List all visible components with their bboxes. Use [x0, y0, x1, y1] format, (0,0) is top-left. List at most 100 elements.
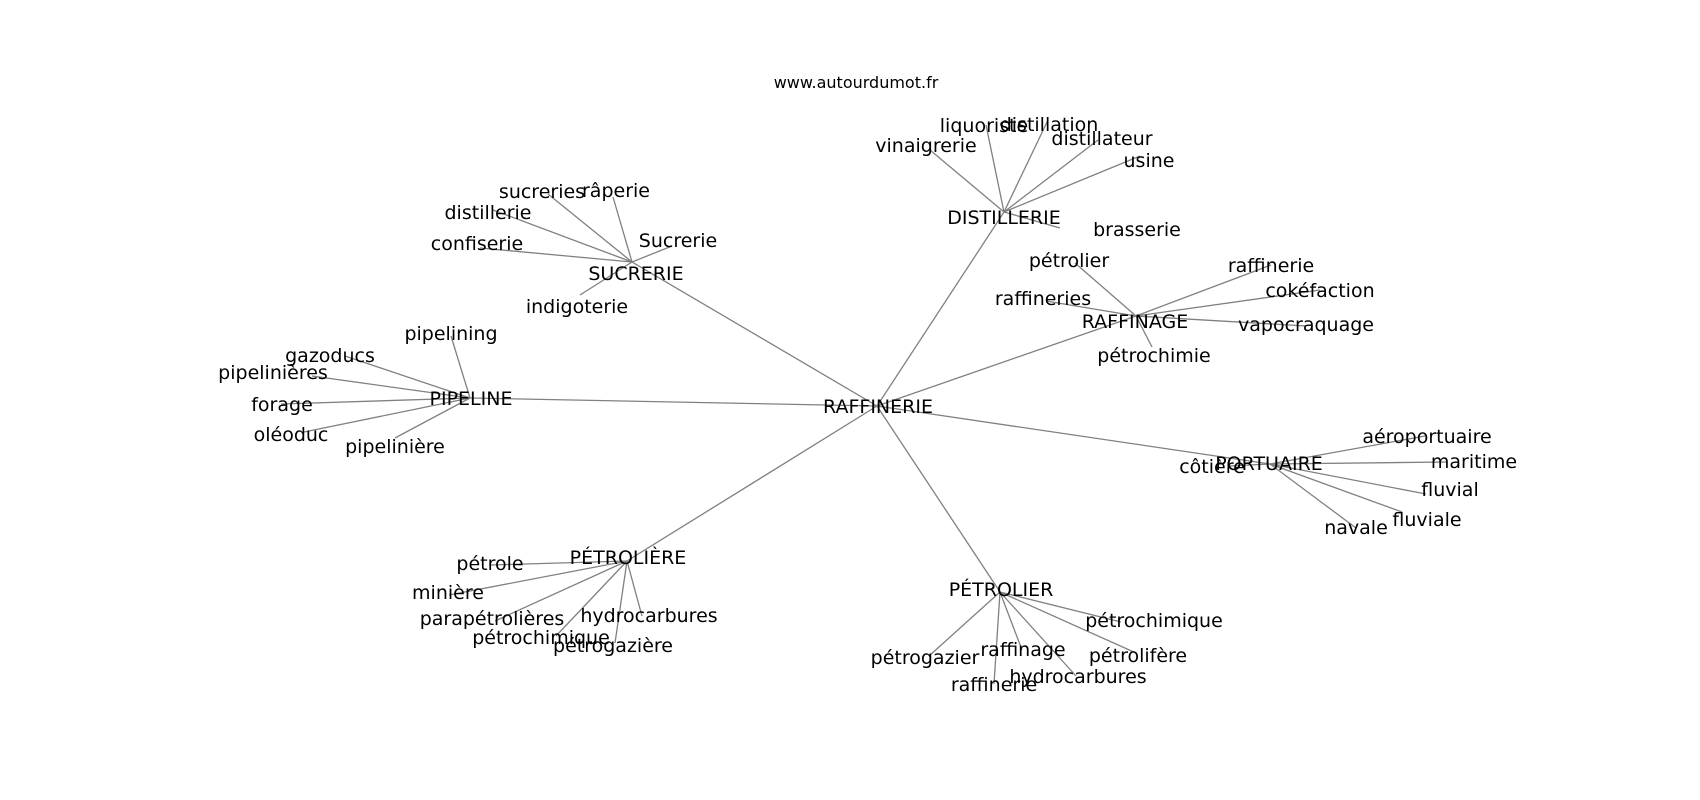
edge-root-to-cluster: [626, 405, 878, 562]
leaf-node: pétrogazier: [871, 647, 980, 669]
edge-root-to-cluster: [876, 211, 1005, 407]
edge-cluster-to-leaf: [1269, 435, 1426, 465]
edge-root-to-cluster: [876, 315, 1137, 407]
leaf-node: navale: [1324, 517, 1388, 539]
cluster-node: PÉTROLIÈRE: [570, 546, 687, 569]
edge-cluster-to-leaf: [448, 560, 628, 596]
edge-cluster-to-leaf: [1269, 463, 1357, 529]
leaf-node: usine: [1124, 150, 1175, 172]
cluster-node: SUCRERIE: [588, 263, 683, 285]
edge-cluster-to-leaf: [303, 397, 471, 433]
leaf-node: distillerie: [445, 202, 532, 224]
edges: [280, 119, 1448, 685]
edge-cluster-to-leaf: [985, 124, 1005, 213]
edge-cluster-to-leaf: [1227, 463, 1271, 467]
edge-root-to-cluster: [876, 405, 1271, 465]
leaf-node: vapocraquage: [1238, 314, 1374, 336]
leaf-node: parapétrolières: [420, 608, 565, 630]
edge-cluster-to-leaf: [394, 397, 471, 439]
leaf-node: pétrole: [456, 553, 523, 575]
edge-cluster-to-leaf: [479, 247, 633, 263]
cluster-node: PORTUAIRE: [1215, 453, 1323, 475]
edge-cluster-to-leaf: [993, 591, 1001, 685]
edge-cluster-to-leaf: [1135, 264, 1272, 317]
cluster-node: DISTILLERIE: [947, 207, 1061, 229]
leaf-node: pétrolifère: [1089, 645, 1187, 667]
edge-cluster-to-leaf: [999, 591, 1137, 654]
cluster-node: PIPELINE: [430, 388, 513, 410]
edge-cluster-to-leaf: [1135, 315, 1153, 348]
leaf-node: hydrocarbures: [580, 605, 717, 627]
edge-cluster-to-leaf: [631, 245, 673, 263]
edge-cluster-to-leaf: [1003, 119, 1049, 213]
edge-cluster-to-leaf: [579, 261, 633, 296]
edge-cluster-to-leaf: [928, 591, 1001, 657]
leaf-node: maritime: [1431, 451, 1517, 473]
leaf-node: hydrocarbures: [1009, 666, 1146, 688]
edge-cluster-to-leaf: [450, 335, 471, 399]
leaf-node: raffinerie: [1228, 255, 1314, 277]
edge-cluster-to-leaf: [280, 397, 471, 405]
edge-root-to-cluster: [469, 397, 878, 407]
edge-cluster-to-leaf: [1135, 289, 1321, 317]
edge-cluster-to-leaf: [344, 355, 471, 399]
edge-cluster-to-leaf: [1045, 300, 1137, 317]
edge-root-to-cluster: [876, 405, 1001, 593]
leaf-node: raffineries: [995, 288, 1091, 310]
edge-cluster-to-leaf: [626, 560, 643, 617]
edge-cluster-to-leaf: [311, 375, 471, 399]
leaf-node: confiserie: [431, 233, 523, 255]
leaf-node: brasserie: [1093, 219, 1181, 241]
leaf-node: fluvial: [1421, 479, 1478, 501]
edge-cluster-to-leaf: [494, 560, 628, 622]
edge-cluster-to-leaf: [492, 209, 633, 263]
leaf-node: minière: [412, 582, 484, 604]
leaf-node: pipelining: [404, 323, 497, 345]
edge-cluster-to-leaf: [1269, 463, 1403, 513]
leaf-node: liquoriste: [940, 115, 1028, 137]
edge-root-to-cluster: [631, 261, 878, 407]
leaf-node: pipelinières: [218, 362, 328, 384]
edge-cluster-to-leaf: [1003, 139, 1099, 213]
leaf-node: vinaigrerie: [875, 135, 976, 157]
leaf-node: pétrochimie: [1097, 345, 1210, 367]
edge-cluster-to-leaf: [999, 591, 1077, 677]
edge-cluster-to-leaf: [612, 196, 633, 263]
leaf-node: pipelinière: [345, 436, 445, 458]
leaf-node: forage: [251, 394, 313, 416]
leaf-node: fluviale: [1392, 509, 1461, 531]
edge-cluster-to-leaf: [999, 591, 1023, 651]
root-node: RAFFINERIE: [823, 396, 933, 418]
source-url: www.autourdumot.fr: [774, 73, 939, 92]
leaf-node: distillation: [1000, 114, 1099, 136]
leaf-node: Sucrerie: [639, 230, 717, 252]
leaf-node: raffinerie: [951, 674, 1037, 696]
cluster-node: PÉTROLIER: [949, 578, 1054, 601]
leaf-node: pétrogazière: [553, 635, 673, 657]
edge-cluster-to-leaf: [555, 560, 628, 637]
leaf-node: râperie: [582, 180, 650, 202]
leaf-node: raffinage: [980, 639, 1065, 661]
leaf-node: indigoterie: [526, 296, 628, 318]
leaf-node: côtière: [1179, 456, 1245, 478]
edge-cluster-to-leaf: [1135, 315, 1307, 327]
edge-cluster-to-leaf: [929, 149, 1005, 213]
leaf-node: sucreries: [499, 181, 585, 203]
leaf-node: distillateur: [1051, 128, 1152, 150]
leaf-node: pétrolier: [1029, 250, 1109, 272]
edge-cluster-to-leaf: [547, 193, 633, 263]
edge-cluster-to-leaf: [614, 560, 628, 644]
edge-cluster-to-leaf: [1269, 461, 1448, 465]
leaf-node: gazoducs: [285, 345, 375, 367]
leaf-node: pétrochimique: [1085, 610, 1223, 632]
edge-cluster-to-leaf: [1003, 155, 1141, 213]
leaf-node: oléoduc: [254, 424, 329, 446]
cluster-node: RAFFINAGE: [1082, 311, 1189, 333]
leaf-node: pétrochimique: [472, 627, 610, 649]
leaf-node: cokéfaction: [1265, 280, 1374, 302]
leaf-node: aéroportuaire: [1362, 426, 1491, 448]
edge-cluster-to-leaf: [1003, 211, 1061, 229]
edge-cluster-to-leaf: [999, 591, 1122, 623]
edge-cluster-to-leaf: [490, 560, 628, 566]
